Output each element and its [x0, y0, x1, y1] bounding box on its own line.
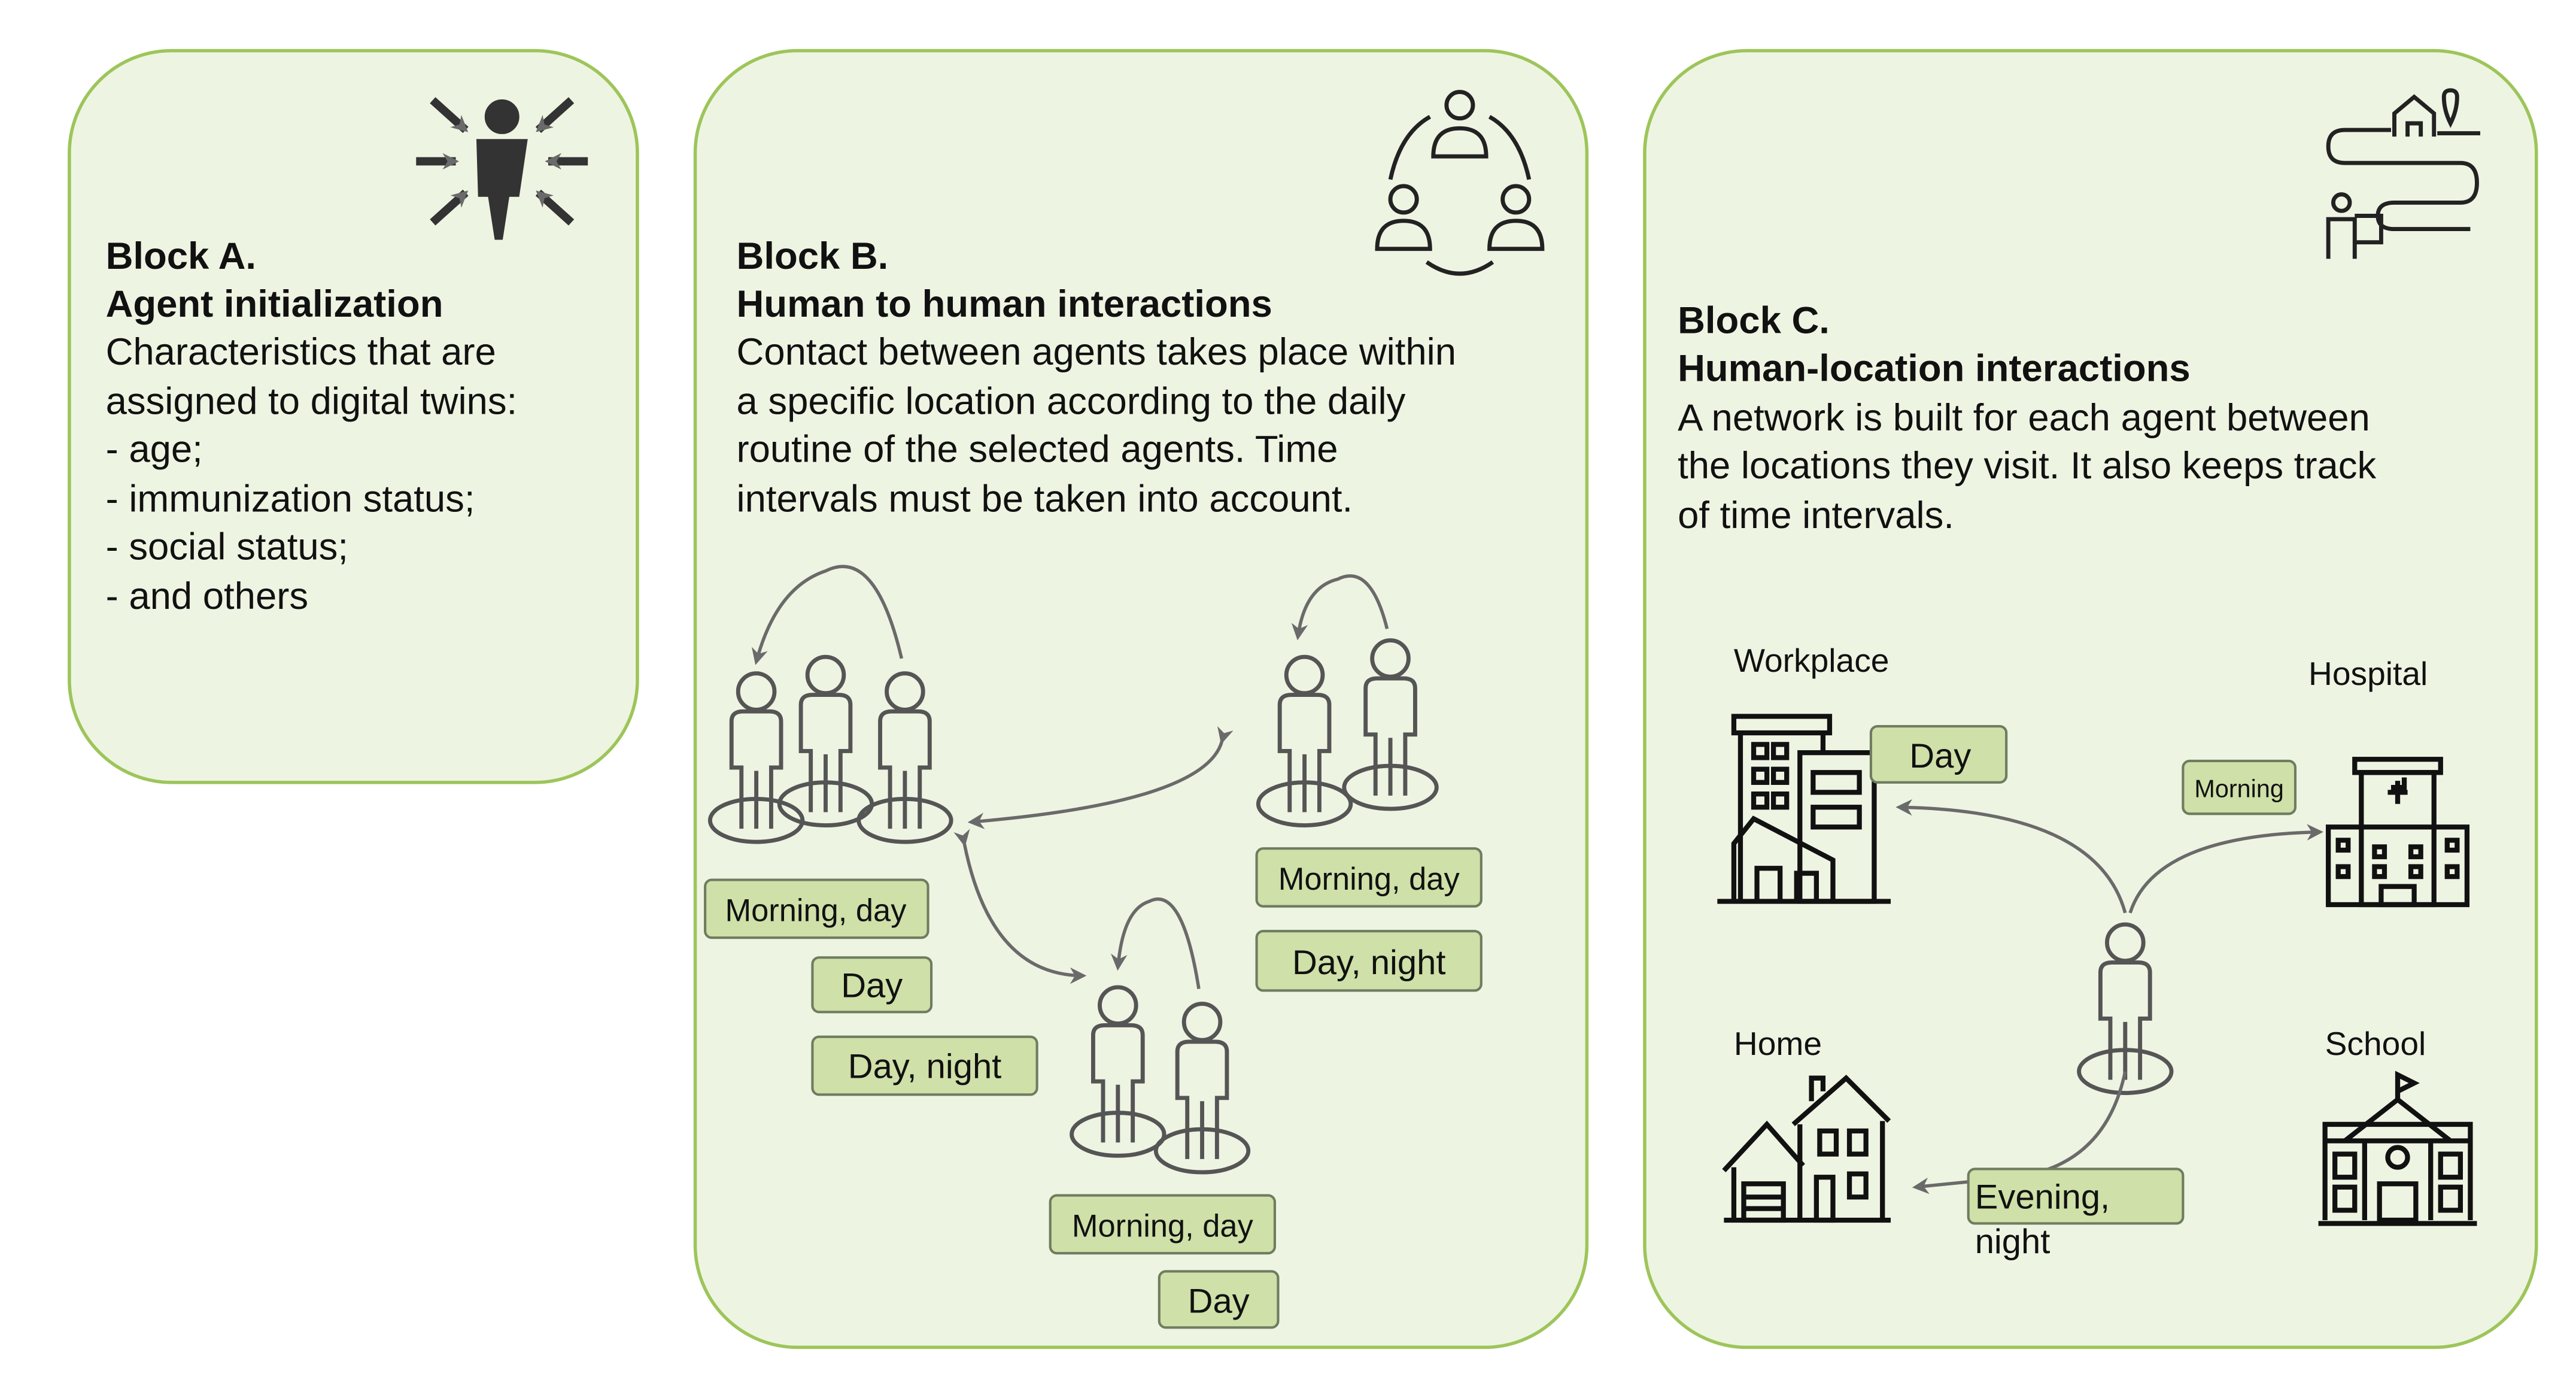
block-b-line: routine of the selected agents. Time [737, 429, 1338, 471]
location-label-home: Home [1734, 1025, 1822, 1062]
person-with-inward-arrows-icon [416, 97, 588, 240]
block-a-line: - social status; [106, 526, 348, 568]
svg-text:Morning: Morning [2194, 775, 2283, 803]
block-c-line: A network is built for each agent betwee… [1678, 397, 2370, 439]
location-label-school: School [2325, 1025, 2426, 1062]
block-c-line: the locations they visit. It also keeps … [1678, 445, 2376, 487]
time-tag: Day [811, 956, 933, 1014]
block-a-line: assigned to digital twins: [106, 381, 518, 423]
time-tag: Morning [2182, 759, 2297, 815]
block-a-line: - immunization status; [106, 478, 475, 520]
block-a-line: - and others [106, 575, 309, 617]
svg-text:Day: Day [1188, 1282, 1250, 1320]
location-label-workplace: Workplace [1734, 642, 1890, 679]
hospital-building-icon [2326, 757, 2470, 908]
block-c-title: Block C. [1678, 299, 1830, 341]
agent-group-3 [1072, 897, 1248, 1172]
block-b-panel: Block B. Human to human interactions Con… [693, 48, 1589, 1350]
time-tag: Day [1869, 724, 2008, 784]
block-b-title: Block B. [737, 235, 889, 277]
workplace-building-icon [1717, 714, 1891, 904]
block-b-line: intervals must be taken into account. [737, 478, 1353, 520]
block-a-title: Block A. [106, 235, 256, 277]
time-tag: Morning, day [1255, 847, 1483, 908]
block-a-line: Characteristics that are [106, 331, 496, 373]
route-map-icon [2326, 88, 2480, 259]
agent-group-1 [710, 565, 951, 842]
svg-text:night: night [1975, 1223, 2051, 1261]
svg-text:Evening,: Evening, [1975, 1178, 2110, 1217]
time-tag: Day, night [1255, 930, 1483, 992]
svg-text:Morning, day: Morning, day [725, 894, 907, 929]
block-b-line: Contact between agents takes place withi… [737, 331, 1457, 373]
svg-text:Morning, day: Morning, day [1278, 862, 1460, 897]
route-arrow-workplace [1895, 799, 2127, 914]
svg-text:Morning, day: Morning, day [1072, 1209, 1254, 1244]
time-tag: Day, night [811, 1035, 1038, 1096]
block-b-subtitle: Human to human interactions [737, 283, 1272, 325]
svg-text:Day, night: Day, night [1292, 944, 1446, 982]
block-c-subtitle: Human-location interactions [1678, 347, 2191, 389]
route-arrow-hospital [2128, 824, 2323, 914]
people-circle-network-icon [1375, 90, 1545, 276]
svg-text:Day, night: Day, night [848, 1048, 1002, 1086]
interaction-arrow [967, 726, 1234, 829]
time-tag: Evening, night [1967, 1167, 2185, 1261]
svg-text:Day: Day [841, 966, 903, 1005]
school-building-icon [2318, 1071, 2477, 1226]
time-tag: Morning, day [704, 878, 929, 939]
block-c-line: of time intervals. [1678, 495, 1954, 536]
block-a-subtitle: Agent initialization [106, 283, 443, 325]
block-a-panel: Block A. Agent initialization Characteri… [68, 48, 639, 784]
agent-group-2 [1258, 574, 1436, 826]
time-tag: Morning, day [1049, 1194, 1276, 1255]
home-building-icon [1722, 1075, 1891, 1223]
block-b-line: a specific location according to the dai… [737, 381, 1406, 423]
time-tag: Day [1158, 1270, 1280, 1329]
interaction-arrow [953, 829, 1087, 984]
block-a-line: - age; [106, 429, 203, 471]
block-c-panel: Block C. Human-location interactions A n… [1643, 48, 2538, 1350]
svg-text:Day: Day [1909, 737, 1971, 775]
location-label-hospital: Hospital [2308, 655, 2428, 692]
